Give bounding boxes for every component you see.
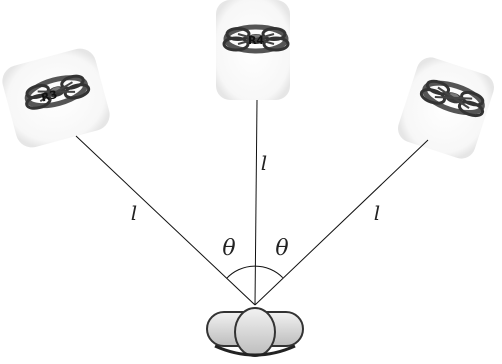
center-drone-tag: R4 bbox=[248, 34, 264, 47]
right-drone bbox=[398, 57, 494, 159]
left-angle-label: θ bbox=[222, 236, 235, 261]
center-link-line bbox=[254, 99, 258, 306]
left-link-line bbox=[75, 135, 256, 306]
left-drone-tag: R3 bbox=[40, 88, 59, 105]
left-length-label: l bbox=[131, 201, 137, 225]
center-drone: R4 bbox=[216, 0, 290, 100]
center-length-label: l bbox=[261, 151, 267, 175]
right-length-label: l bbox=[374, 201, 380, 225]
left-drone-card bbox=[2, 48, 110, 148]
left-drone: R3 bbox=[2, 48, 110, 148]
right-link-line bbox=[254, 139, 429, 306]
right-angle-label: θ bbox=[275, 236, 288, 261]
base-pod-icon bbox=[206, 307, 304, 357]
angle-arc bbox=[226, 265, 284, 279]
